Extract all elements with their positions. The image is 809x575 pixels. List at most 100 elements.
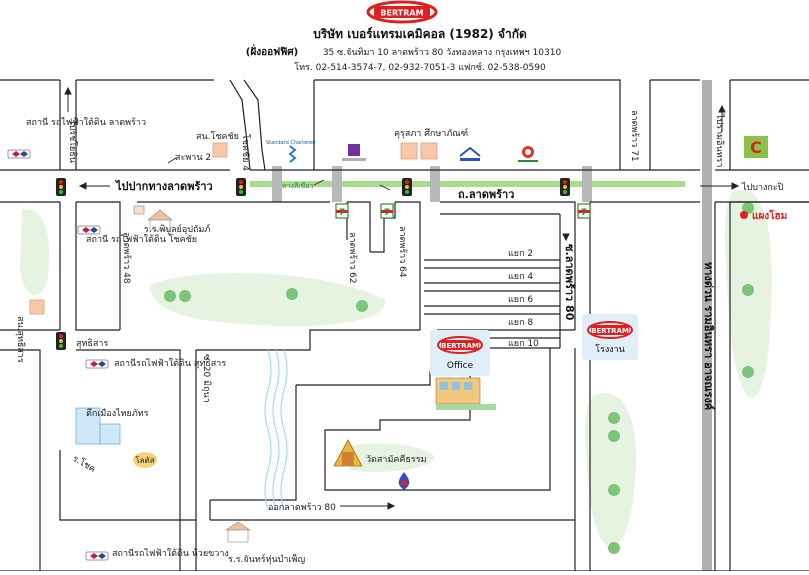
direction-arrows <box>64 86 740 510</box>
to-ratchada-label: ไปรัชโยธิน <box>67 119 78 163</box>
bank-logos: Standard Chartered <box>266 140 538 163</box>
traffic-light-icon <box>402 178 412 196</box>
green-line-label: ทางสีเขียว <box>282 182 314 190</box>
ladprao48-label: ลาดพร้าว 48 <box>121 232 132 284</box>
ladprao-road-label: ถ.ลาดพร้าว <box>458 188 514 201</box>
bank-logo <box>342 144 366 161</box>
canal <box>264 349 288 511</box>
traffic-light-icon <box>560 178 570 196</box>
office-label: (ฝั่งออฟฟิศ) <box>246 44 298 58</box>
school-building-icon <box>225 521 251 543</box>
company-name: บริษัท เบอร์แทรมเคมิคอล (1982) จำกัด <box>313 27 527 41</box>
mrt-icon <box>85 359 109 369</box>
arrow-left-icon <box>78 182 87 190</box>
school-building-icon <box>133 205 173 231</box>
svg-text:Standard Chartered: Standard Chartered <box>266 140 315 146</box>
thai-tower-icon <box>75 407 121 445</box>
expressway-label: ทางด่วน รามอินทรา อาจณรงค์ <box>702 262 715 410</box>
svg-text:C: C <box>750 138 762 157</box>
park-area <box>20 209 50 295</box>
soi20-label: ซ. 20 มิถุนา <box>201 354 212 403</box>
mrt-icon <box>77 225 101 235</box>
arrow-up-icon <box>718 104 726 113</box>
mrt-icon <box>7 149 31 159</box>
seven-eleven-icons: 7 7 7 <box>335 203 591 219</box>
ladprao71-label: ลาดพร้าว 71 <box>629 110 640 162</box>
bank-logo <box>518 146 538 162</box>
road-network <box>0 79 809 572</box>
small-arrows <box>167 157 391 191</box>
police-station-icon <box>212 142 228 158</box>
ratchada-soi-label: ร.โชค <box>71 453 98 475</box>
traffic-light-icon <box>236 178 246 196</box>
logo-text: BERTRAM <box>380 9 423 18</box>
to-pak-ladprao-label: ไปปากทางลาดพร้าว <box>114 179 213 193</box>
factory-callout: BERTRAM โรงงาน <box>582 314 638 360</box>
ok-ladprao80-label: ออกลาดพร้าว 80 <box>268 502 336 513</box>
arrow-right-icon <box>731 182 740 190</box>
office-building-icon <box>435 377 496 410</box>
overpasses <box>272 166 592 202</box>
office-callout: BERTRAM Office <box>430 330 490 376</box>
arrow-right-icon <box>387 502 396 510</box>
ladprao62-label: ลาดพร้าว 62 <box>347 232 358 284</box>
gas-station-icon <box>398 472 410 490</box>
svg-text:BERTRAM: BERTRAM <box>441 342 479 350</box>
factory-label: โรงงาน <box>595 344 625 355</box>
address: 35 ซ.จันทิมา 10 ลาดพร้าว 80 วังทองหลาง ก… <box>323 47 562 58</box>
chokchai4-label: โชคชัย 4 <box>240 134 251 171</box>
building-icon <box>420 142 438 160</box>
mrt-icon <box>85 551 109 561</box>
svg-text:7: 7 <box>384 208 390 218</box>
bank-logo <box>459 146 481 161</box>
header: BERTRAM บริษัท เบอร์แทรมเคมิคอล (1982) จ… <box>246 0 562 73</box>
sutthisan-label: สุทธิสาร <box>76 338 108 349</box>
svg-text:7: 7 <box>339 208 345 218</box>
soi-label: แยก 8 <box>508 318 533 328</box>
ladprao80-label: ซ.ลาดพร้าว 80 <box>563 244 576 321</box>
map-labels: สถานี รถไฟฟ้าใต้ดิน ลาดพร้าว ไปรัชโยธิน … <box>15 110 784 565</box>
soi-label: แยก 4 <box>508 272 533 282</box>
expressway <box>702 80 712 571</box>
arrow-up-icon <box>64 86 72 95</box>
park-area <box>585 393 636 547</box>
lotus-icon: โลตัส <box>133 452 157 468</box>
mrt-ladprao-label: สถานี รถไฟฟ้าใต้ดิน ลาดพร้าว <box>26 117 146 128</box>
homepro-logo: แผงโฮม <box>740 209 787 222</box>
park-area <box>350 443 435 472</box>
ladprao64-label: ลาดพร้าว 64 <box>397 226 408 278</box>
to-bangkapi-label: ไปบางกะปิ <box>741 182 784 193</box>
svg-text:โลตัส: โลตัส <box>135 455 154 465</box>
sukhaphiban-label: สน.สุทธิสาร <box>15 316 26 363</box>
svg-text:BERTRAM: BERTRAM <box>591 327 629 335</box>
mrt-chokchai-label: สถานี รถไฟฟ้าใต้ดิน โชคชัย <box>86 234 197 245</box>
thai-tower-label: ตึกเมืองไทยภัทร <box>86 408 149 419</box>
seven-eleven-icon: 7 <box>577 203 591 219</box>
traffic-light-icon <box>56 332 66 350</box>
trees <box>164 202 754 554</box>
temple-icon <box>333 439 363 467</box>
svg-text:แผงโฮม: แผงโฮม <box>752 209 787 222</box>
seven-eleven-icon: 7 <box>335 203 349 219</box>
traffic-light-icon <box>56 178 66 196</box>
green-line <box>250 181 685 187</box>
traffic-lights <box>56 178 570 350</box>
standard-chartered-logo: Standard Chartered <box>266 140 315 163</box>
big-c-logo: C <box>744 136 768 158</box>
bertram-logo: BERTRAM <box>366 0 438 24</box>
soi-label: แยก 6 <box>508 295 533 305</box>
soi-label: แยก 10 <box>508 339 539 349</box>
school-chan-label: ร.ร.จันทร์หุ่นบำเพ็ญ <box>228 552 305 565</box>
svg-text:7: 7 <box>581 208 587 218</box>
seven-eleven-icon: 7 <box>380 203 394 219</box>
soi-label: แยก 2 <box>508 249 533 259</box>
contact: โทร. 02-514-3574-7, 02-932-7051-3 แฟกซ์.… <box>294 61 546 73</box>
landmark-boxes <box>29 142 438 315</box>
building-icon <box>400 142 418 160</box>
mrt-sutthisan-label: สถานีรถไฟฟ้าใต้ดิน สุทธิสาร <box>114 358 226 369</box>
arrow-down-icon <box>562 233 570 242</box>
school-pibul-label: ร.ร.พิบูลย์อุปถัมภ์ <box>144 223 210 235</box>
park-area <box>150 273 386 327</box>
saphan2-label: สะพาน 2 <box>175 153 211 163</box>
